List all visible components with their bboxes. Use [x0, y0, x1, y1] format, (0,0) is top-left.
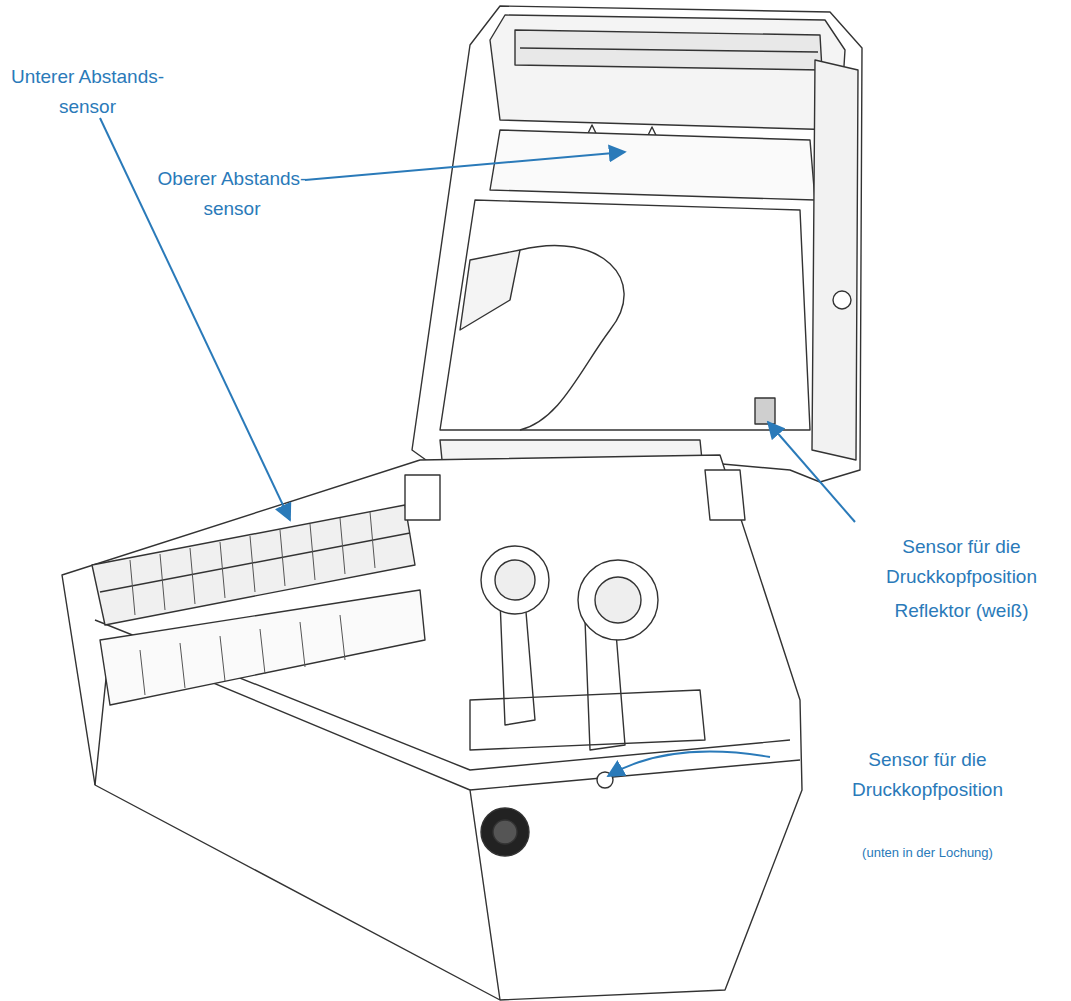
callout-label: Sensor für die Druckkopfposition: [818, 745, 1037, 805]
callout-label: Reflektor (weiß): [852, 596, 1071, 626]
roller-line: [100, 533, 410, 592]
media-holder-disc: [578, 560, 658, 640]
leader-arrow: [608, 752, 770, 776]
adjust-knob: [481, 808, 529, 856]
media-holder: [500, 600, 535, 725]
lid-recess: [460, 250, 520, 330]
print-head-frame: [490, 15, 845, 130]
callout-label: (unten in der Lochung): [818, 844, 1037, 862]
callout-label: Sensor für die Druckkopfposition: [852, 532, 1071, 592]
print-head-line: [520, 48, 818, 52]
media-holder-hub: [595, 577, 641, 623]
hinge: [405, 475, 440, 520]
reflector: [755, 398, 775, 424]
lid-inner-face: [440, 200, 810, 430]
printer-base: [62, 455, 802, 1000]
callout-label: Unterer Abstands- sensor: [0, 62, 175, 122]
leader-arrow: [305, 152, 625, 180]
tear-bar: [100, 590, 425, 705]
ribbon-guide: [490, 130, 815, 200]
leader-lines: [100, 118, 855, 776]
holder-track: [470, 690, 705, 750]
callout-label: Oberer Abstands- sensor: [142, 164, 322, 224]
lid-contour: [520, 245, 624, 430]
lid-latch: [833, 291, 851, 309]
hinge: [705, 470, 745, 520]
media-holder-hub: [495, 560, 535, 600]
lid-side-panel: [812, 60, 858, 460]
knob-center: [493, 820, 517, 844]
media-holder-disc: [481, 546, 549, 614]
printer-lid: [412, 6, 862, 482]
printer-drawing: [62, 6, 862, 1000]
tear-bar-teeth: [140, 615, 345, 695]
leader-arrow: [768, 422, 855, 522]
print-head: [515, 30, 822, 70]
roller-ribs: [130, 512, 375, 615]
